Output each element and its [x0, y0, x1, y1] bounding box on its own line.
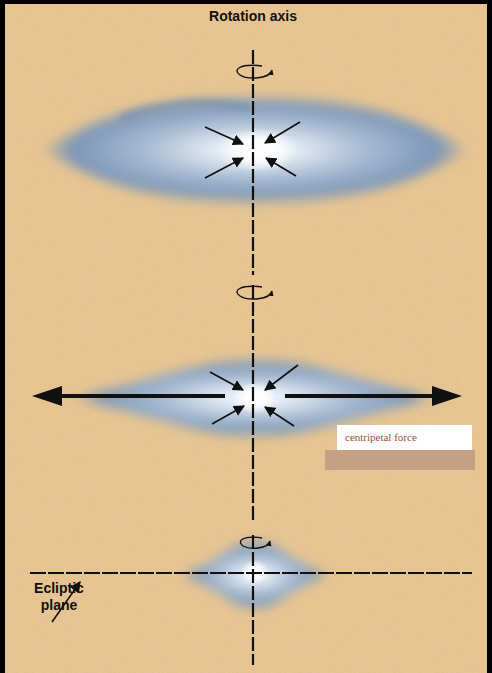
box-text: centripetal force — [345, 430, 464, 444]
axis-label: Rotation axis — [205, 8, 301, 25]
plane-label: Ecliptic plane — [22, 580, 96, 614]
label-box: centripetal force — [337, 425, 472, 450]
